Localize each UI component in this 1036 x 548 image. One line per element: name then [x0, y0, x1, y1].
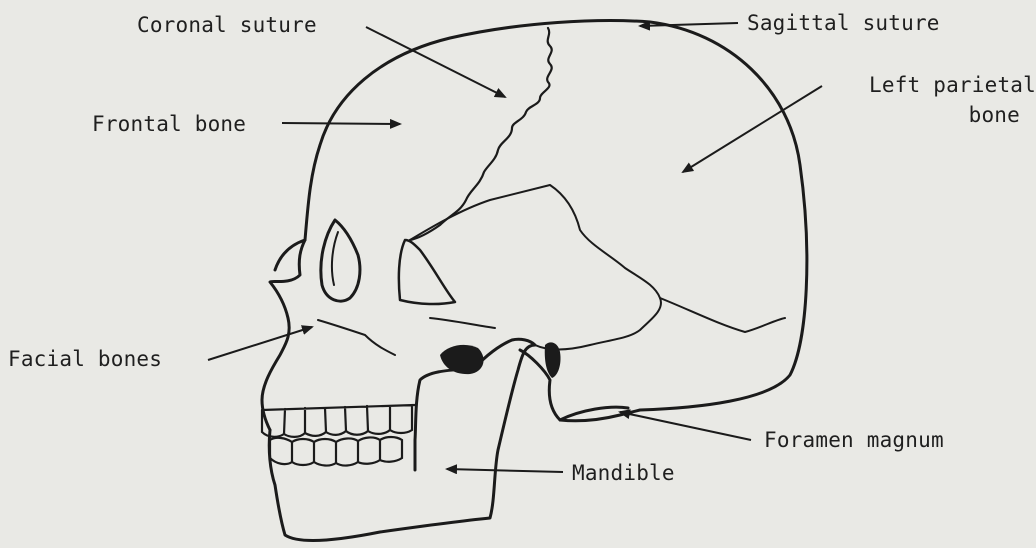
- label-coronal-suture: Coronal suture: [137, 13, 317, 37]
- facial-bones-pointer: [208, 327, 312, 360]
- skull-base: [560, 407, 628, 420]
- facial-suture: [318, 320, 395, 355]
- label-left-parietal-line1: Left parietal: [826, 73, 1036, 97]
- lower-teeth: [270, 437, 402, 466]
- frontal-bone-pointer: [282, 123, 400, 124]
- label-frontal-bone: Frontal bone: [92, 112, 246, 136]
- label-mandible: Mandible: [572, 461, 675, 485]
- label-facial-bones: Facial bones: [8, 347, 162, 371]
- mandible-pointer: [447, 469, 563, 472]
- label-foramen-magnum: Foramen magnum: [764, 428, 944, 452]
- zygomatic-area: [399, 240, 455, 304]
- left-parietal-pointer: [683, 86, 822, 172]
- label-sagittal-suture: Sagittal suture: [747, 11, 940, 35]
- lambdoid-suture: [660, 298, 785, 332]
- foramen-magnum-pointer: [620, 412, 751, 440]
- zygomatic-arch: [430, 318, 495, 328]
- squamous-suture: [410, 185, 661, 350]
- orbit-inner: [332, 232, 338, 285]
- upper-teeth: [262, 405, 415, 437]
- label-left-parietal-line2: bone: [826, 103, 1020, 127]
- eye-orbit: [321, 220, 360, 301]
- cranium-outline: [275, 21, 807, 421]
